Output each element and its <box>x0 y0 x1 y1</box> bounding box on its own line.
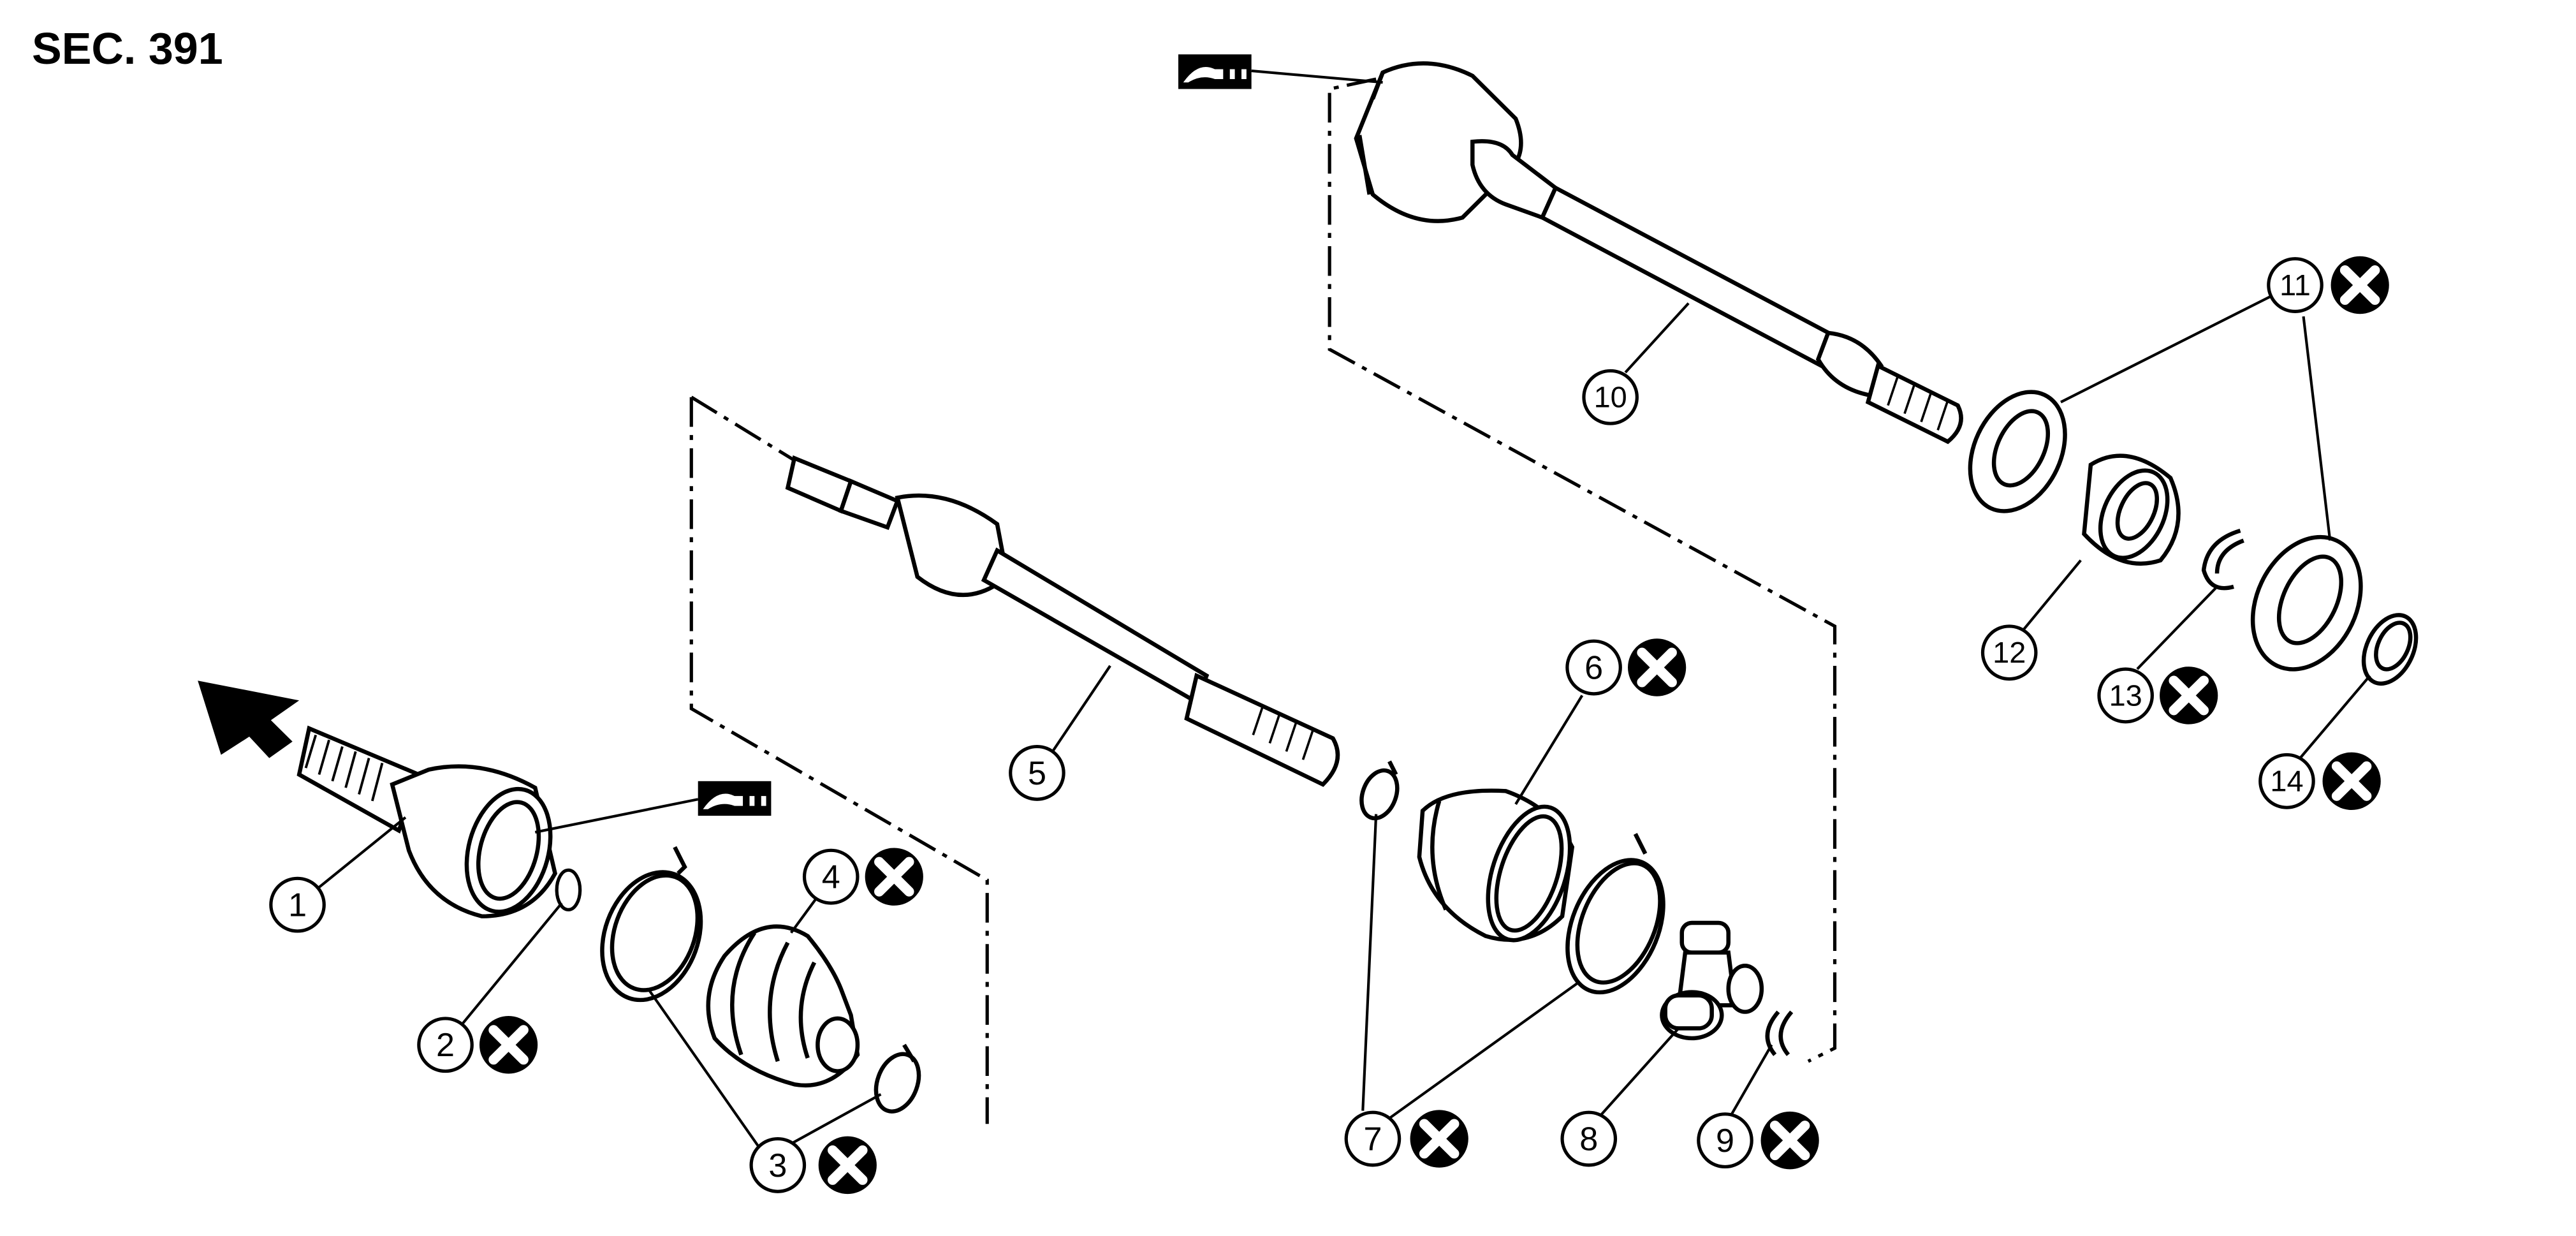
part-13-snap-ring <box>2201 528 2244 591</box>
callout-14: 14 <box>2258 753 2315 809</box>
callout-10-number: 10 <box>1594 381 1627 414</box>
callout-14-number: 14 <box>2270 765 2303 798</box>
callout-12: 12 <box>1980 624 2038 681</box>
callout-12-number: 12 <box>1993 636 2026 669</box>
circle-x-icon <box>2331 256 2389 314</box>
callout-3: 3 <box>749 1137 807 1193</box>
part-12-support-bearing <box>2082 453 2181 566</box>
grease-fill-icon <box>534 781 772 834</box>
callout-1: 1 <box>269 876 326 933</box>
part-4-outer-boot <box>706 924 860 1088</box>
circle-x-icon <box>865 848 923 905</box>
callout-7: 7 <box>1344 1110 1401 1167</box>
part-2-circlip <box>555 868 582 911</box>
callout-2-number: 2 <box>436 1026 455 1063</box>
callout-4: 4 <box>802 848 860 905</box>
part-1-outer-joint <box>296 725 558 918</box>
part-11-dust-shields <box>1968 390 2363 672</box>
leader-lines <box>314 295 2371 1151</box>
callout-numbers: 1 2 3 4 5 6 7 8 <box>269 257 2324 1193</box>
callout-6-number: 6 <box>1584 649 1603 686</box>
callout-2: 2 <box>417 1017 474 1073</box>
callout-9: 9 <box>1697 1112 1753 1169</box>
callout-9-number: 9 <box>1716 1122 1734 1159</box>
circle-x-icon <box>1410 1110 1468 1167</box>
callout-10: 10 <box>1582 369 1639 425</box>
part-5-axle-shaft <box>785 455 1340 787</box>
part-14-oil-seal <box>2361 613 2419 686</box>
callout-4-number: 4 <box>822 858 840 895</box>
callout-3-number: 3 <box>768 1147 787 1184</box>
outline-left-box <box>689 395 989 1124</box>
circle-x-icon <box>1761 1112 1819 1169</box>
callout-11-number: 11 <box>2280 269 2311 302</box>
grease-fill-icon-upper <box>1178 54 1383 89</box>
callout-13: 13 <box>2097 667 2154 724</box>
callout-11: 11 <box>2267 257 2324 313</box>
part-8-spider-assembly <box>1660 920 1764 1041</box>
callout-13-number: 13 <box>2109 679 2142 712</box>
section-label: SEC. 391 <box>32 24 223 73</box>
callout-8: 8 <box>1560 1110 1618 1167</box>
circle-x-icon <box>2160 666 2218 724</box>
front-arrow-icon <box>198 681 300 758</box>
dashed-assembly-outlines <box>689 77 1837 1124</box>
callout-1-number: 1 <box>288 887 307 923</box>
part-6-inner-boot <box>1417 788 1575 943</box>
circle-x-icon <box>479 1016 538 1073</box>
part-7-boot-bands <box>1359 760 1665 995</box>
circle-x-icon <box>2323 753 2381 810</box>
callout-5-number: 5 <box>1028 754 1046 791</box>
part-3-boot-bands <box>600 846 921 1114</box>
part-10-slide-joint-housing <box>1354 61 1963 445</box>
callout-7-number: 7 <box>1363 1121 1382 1158</box>
outline-right-box <box>1328 77 1837 1063</box>
callout-6: 6 <box>1565 639 1622 696</box>
callout-5: 5 <box>1009 744 1065 801</box>
callout-8-number: 8 <box>1579 1121 1598 1158</box>
circle-x-icon <box>819 1137 877 1194</box>
circle-x-icon <box>1628 638 1686 696</box>
part-9-snap-ring <box>1765 1010 1794 1056</box>
